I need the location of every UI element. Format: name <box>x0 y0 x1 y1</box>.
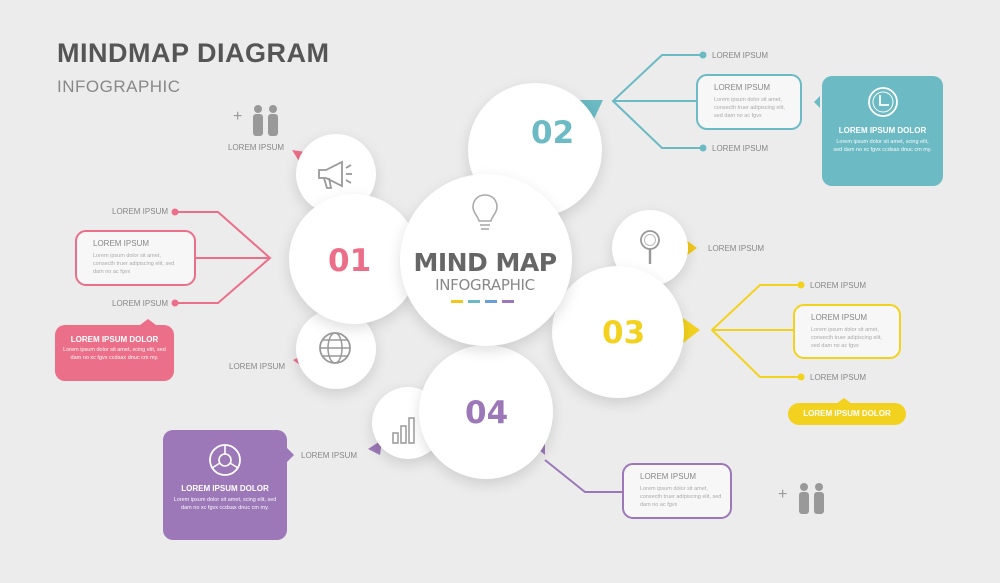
pointer-magnifier <box>686 240 697 256</box>
pie-chart-icon <box>209 444 241 476</box>
branch-04-box: LOREM IPSUM Lorem ipsum dolor sit amet, … <box>622 463 732 519</box>
branch-01-box: LOREM IPSUM Lorem ipsum dolor sit amet, … <box>75 230 196 286</box>
pointer-panel-02 <box>814 96 820 108</box>
branch-02-lines <box>611 54 703 149</box>
branch-01-lines <box>175 211 272 304</box>
box-body: Lorem ipsum dolor sit amet, consecth tru… <box>93 253 175 275</box>
branch-03-number: 03 <box>602 315 646 351</box>
branch-02-label-bottom: LOREM IPSUM <box>712 144 769 153</box>
branch-01-label-bottom: LOREM IPSUM <box>112 299 169 308</box>
branch-02-panel: LOREM IPSUM DOLOR Lorem ipsum dolor sit … <box>822 76 943 186</box>
chart-label: LOREM IPSUM <box>301 451 358 460</box>
center-color-dashes <box>451 300 514 303</box>
branch-01-dot <box>171 208 179 216</box>
box-body: Lorem ipsum dolor sit amet, consecth tru… <box>640 486 722 508</box>
branch-01-panel: LOREM IPSUM DOLOR Lorem ipsum dolor sit … <box>55 325 174 381</box>
globe-icon <box>319 332 351 364</box>
megaphone-icon <box>318 160 352 189</box>
panel-body: Lorem ipsum dolor sit amet, scing elit, … <box>63 347 166 361</box>
center-subtitle: INFOGRAPHIC <box>435 276 535 294</box>
branch-04-panel: LOREM IPSUM DOLOR Lorem ipsum dolor sit … <box>163 430 287 540</box>
globe-label: LOREM IPSUM <box>229 362 286 371</box>
lightbulb-icon <box>472 194 498 230</box>
branch-04-circle <box>419 345 553 479</box>
pointer-03 <box>683 318 700 343</box>
branch-01-circle <box>289 194 419 324</box>
branch-03-box: LOREM IPSUM Lorem ipsum dolor sit amet, … <box>793 304 901 359</box>
branch-02-box: LOREM IPSUM Lorem ipsum dolor sit amet, … <box>696 74 802 130</box>
people-icon <box>253 105 278 136</box>
page-subtitle: INFOGRAPHIC <box>57 77 181 96</box>
people-icon <box>799 483 824 514</box>
box-title: LOREM IPSUM <box>714 83 771 92</box>
magnifier-icon <box>640 230 660 264</box>
branch-03-circle <box>552 266 684 398</box>
bar-chart-icon <box>392 417 415 444</box>
branch-01-label-top: LOREM IPSUM <box>112 207 169 216</box>
box-title: LOREM IPSUM <box>93 239 150 248</box>
plus-icon: + <box>233 108 243 125</box>
magnifier-label: LOREM IPSUM <box>708 244 765 253</box>
center-circle <box>400 174 572 346</box>
center-title: MIND MAP <box>413 248 557 277</box>
branch-02-label-top: LOREM IPSUM <box>712 51 769 60</box>
panel-title: LOREM IPSUM DOLOR <box>838 126 927 135</box>
branch-03-dot <box>797 373 805 381</box>
branch-01-dot <box>171 299 179 307</box>
box-title: LOREM IPSUM <box>811 313 868 322</box>
branch-02-number: 02 <box>531 115 575 151</box>
panel-title: LOREM IPSUM DOLOR <box>181 484 269 493</box>
pointer-panel-04 <box>287 448 294 462</box>
branch-03-dot <box>797 281 805 289</box>
branch-02-dot <box>699 144 707 152</box>
people-icon-top: + <box>233 108 242 126</box>
branch-02-dot <box>699 51 707 59</box>
pointer-pill-03 <box>836 398 852 404</box>
branch-03-label-bottom: LOREM IPSUM <box>810 373 867 382</box>
panel-title: LOREM IPSUM DOLOR <box>70 335 159 344</box>
page-title: MINDMAP DIAGRAM <box>57 38 330 68</box>
pointer-panel-01 <box>140 319 156 325</box>
branch-03-label-top: LOREM IPSUM <box>810 281 867 290</box>
branch-03-lines <box>710 284 801 378</box>
branch-04-line <box>544 459 624 493</box>
people-icon-bottom: + <box>778 486 787 504</box>
panel-body: Lorem ipsum dolor sit amet, scing elit, … <box>833 139 932 153</box>
box-body: Lorem ipsum dolor sit amet, consecth tru… <box>714 97 785 119</box>
plus-icon: + <box>778 486 788 503</box>
branch-04-number: 04 <box>465 395 509 431</box>
branch-01-number: 01 <box>328 243 372 279</box>
box-title: LOREM IPSUM <box>640 472 697 481</box>
box-body: Lorem ipsum dolor sit amet, consecth tru… <box>811 327 882 349</box>
branch-03-pill: LOREM IPSUM DOLOR <box>788 403 906 425</box>
clock-icon <box>867 87 898 117</box>
panel-body: Lorem ipsum dolor sit amet, scing elit, … <box>173 497 277 511</box>
megaphone-label: LOREM IPSUM <box>228 143 285 152</box>
